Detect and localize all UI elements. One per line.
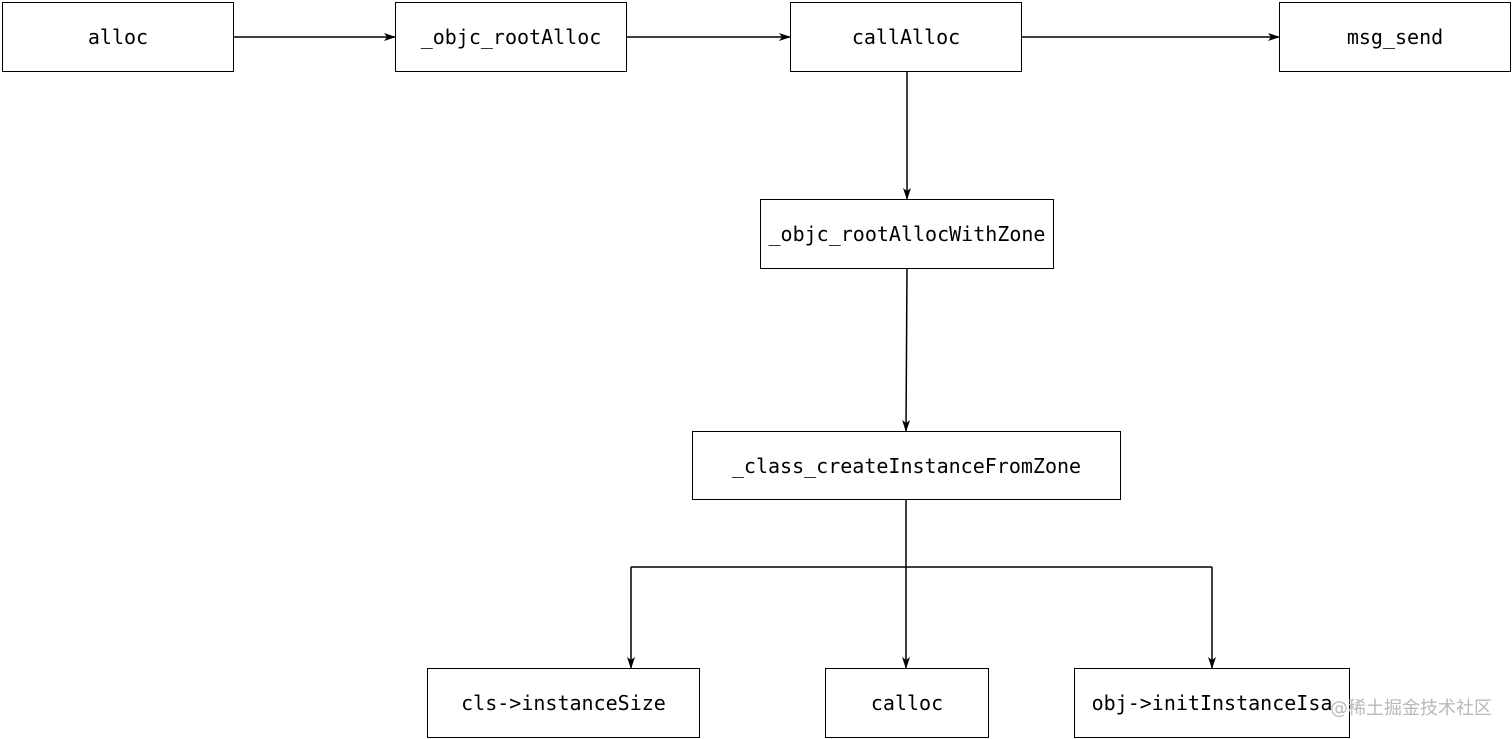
node-callalloc: callAlloc bbox=[790, 2, 1022, 72]
node-cls-instancesize: cls->instanceSize bbox=[427, 668, 700, 738]
node-objc-rootalloc: _objc_rootAlloc bbox=[395, 2, 627, 72]
node-alloc: alloc bbox=[2, 2, 234, 72]
node-class-createinstancefromzone: _class_createInstanceFromZone bbox=[692, 431, 1121, 500]
node-objc-rootallocwithzone: _objc_rootAllocWithZone bbox=[760, 199, 1054, 269]
node-msg-send: msg_send bbox=[1279, 2, 1511, 72]
node-calloc: calloc bbox=[825, 668, 989, 738]
node-obj-initinstanceisa: obj->initInstanceIsa bbox=[1074, 668, 1350, 738]
edge-rootallocwithzone-to-createinstance bbox=[902, 267, 911, 432]
watermark-text: @稀土掘金技术社区 bbox=[1330, 698, 1492, 719]
